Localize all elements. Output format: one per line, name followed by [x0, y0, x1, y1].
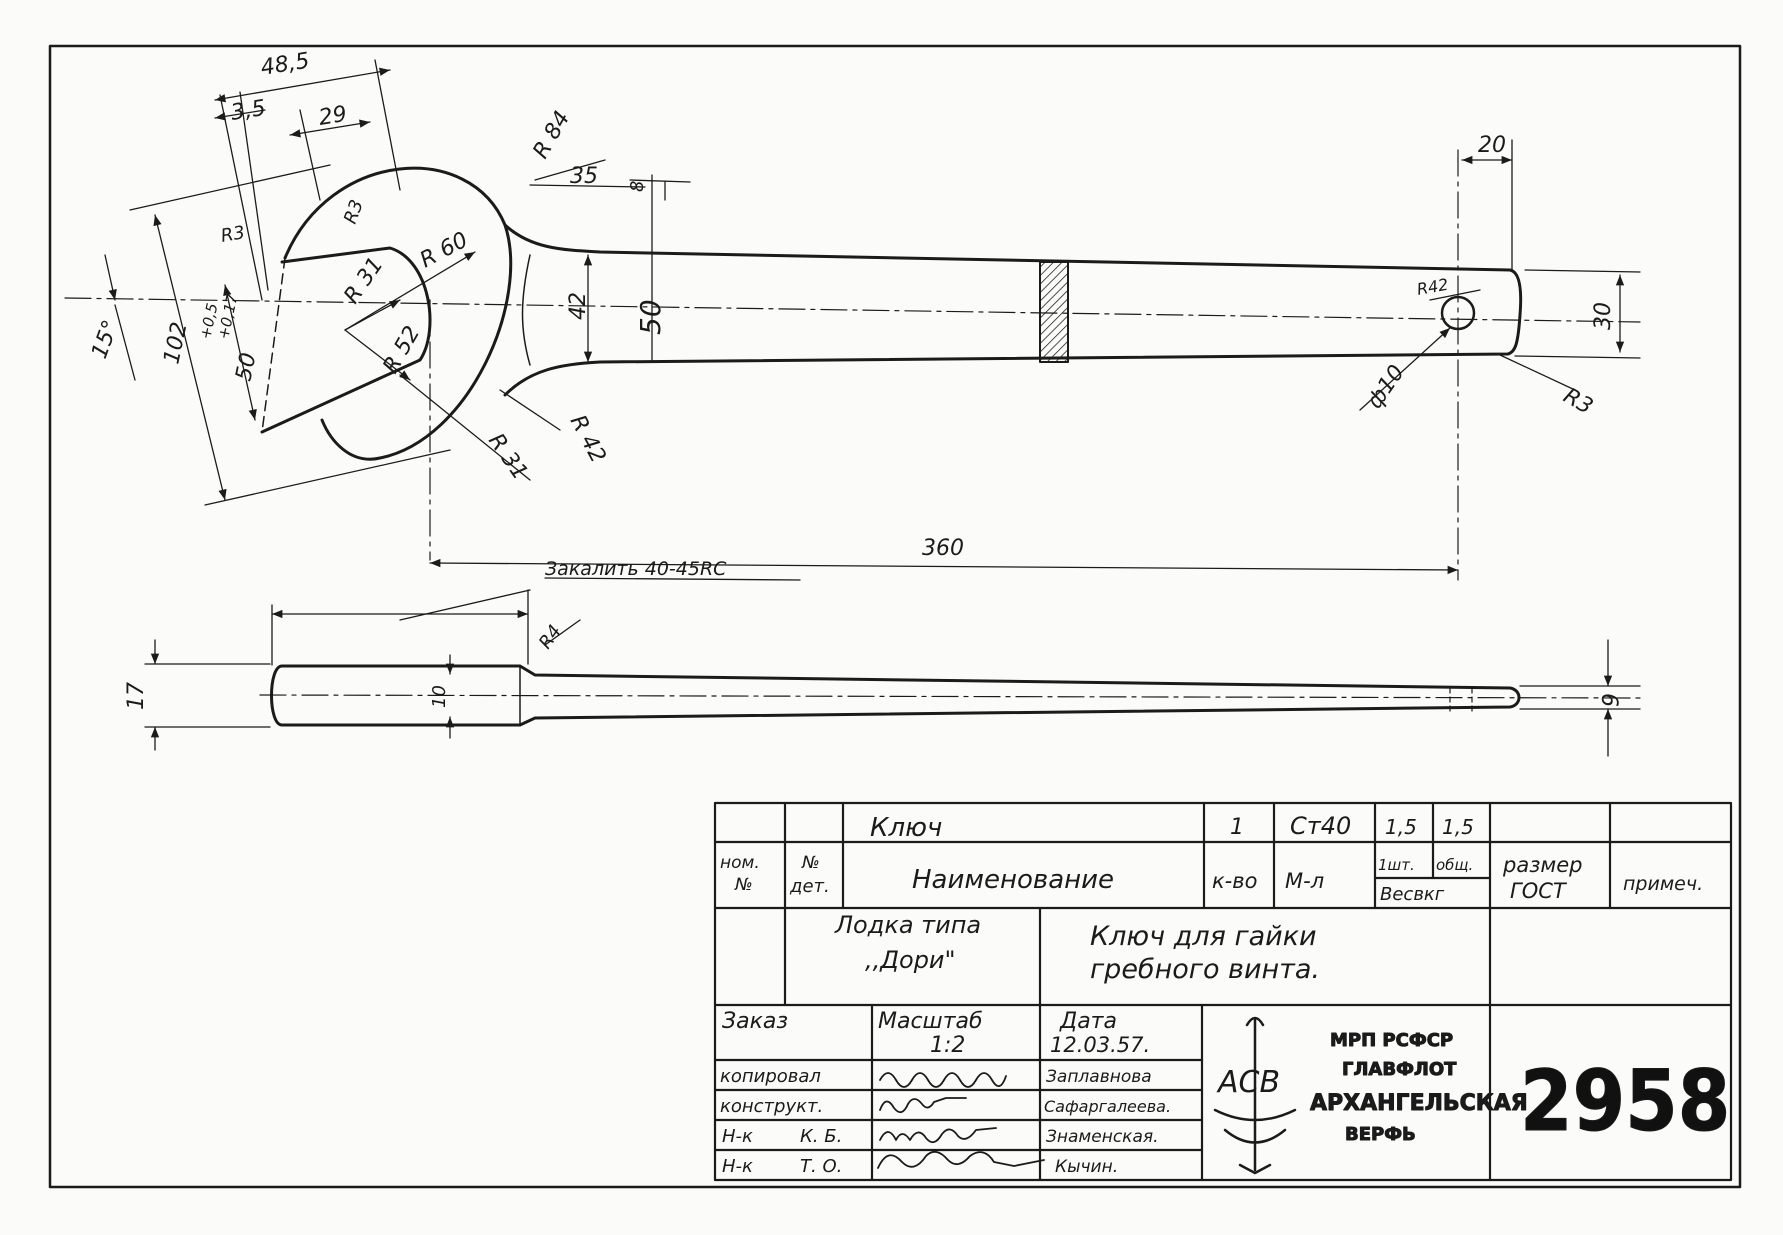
dim-360: 360	[922, 536, 964, 561]
weight-one: 1,5	[1385, 815, 1417, 839]
scale-value: 1:2	[930, 1033, 965, 1058]
hdr-nom-sign: №	[734, 875, 753, 895]
name-copied: Заплавнова	[1046, 1067, 1152, 1087]
dim-phi10: ф10	[1362, 361, 1409, 414]
dim-r31-inner: R 31	[339, 253, 388, 309]
dim-6: 6	[1596, 693, 1621, 707]
org-stamp: АСВ МРП РСФСР ГЛАВФЛОТ АРХАНГЕЛЬСКАЯ ВЕР…	[1213, 1016, 1528, 1175]
dim-r52: R 52	[379, 322, 426, 378]
dim-17: 17	[124, 682, 149, 710]
dim-8: 8	[627, 181, 648, 192]
role-chief-kb: Н-к	[722, 1126, 753, 1147]
drawing-frame	[48, 44, 1742, 1189]
wrench-side-view	[270, 664, 1521, 727]
hdr-num: №	[801, 853, 820, 873]
dim-r60: R 60	[416, 228, 472, 274]
org-line2: ГЛАВФЛОТ	[1342, 1059, 1457, 1080]
signatures	[877, 1072, 1045, 1169]
dim-r84: R 84	[529, 107, 576, 163]
dim-29: 29	[317, 102, 349, 131]
dim-r42-small: R42	[1415, 275, 1449, 299]
part-title-line2: гребного винта.	[1090, 954, 1320, 985]
asv-logo: АСВ	[1213, 1016, 1297, 1175]
dim-3-5: 3,5	[229, 96, 267, 126]
org-line4: ВЕРФЬ	[1345, 1124, 1416, 1145]
project-line1: Лодка типа	[834, 911, 981, 939]
dim-102: 102	[159, 320, 192, 366]
dim-r3-right: R3	[1559, 384, 1597, 420]
hdr-size: размер	[1502, 853, 1582, 877]
dim-50: 50	[634, 299, 667, 335]
role-chief-kb-sub: К. Б.	[800, 1126, 842, 1147]
dim-r42: R 42	[565, 411, 611, 467]
dim-30: 30	[1591, 302, 1616, 330]
role-copied: копировал	[720, 1066, 821, 1087]
project-line2: ,,Дори"	[865, 946, 956, 974]
dim-20: 20	[1478, 133, 1506, 158]
hdr-gost: ГОСТ	[1510, 879, 1568, 903]
role-chief-to-sub: Т. О.	[800, 1156, 842, 1177]
org-line3: АРХАНГЕЛЬСКАЯ	[1310, 1091, 1528, 1116]
role-designer: конструкт.	[720, 1096, 823, 1117]
dim-50-tol: 50	[231, 351, 261, 384]
handle-contour	[503, 223, 1523, 397]
date-value: 12.03.57.	[1050, 1033, 1150, 1057]
dimension-lines	[104, 59, 1641, 581]
dim-35: 35	[570, 164, 598, 189]
logo-text: АСВ	[1216, 1065, 1280, 1100]
handle-section	[1039, 261, 1069, 363]
centerlines	[64, 149, 1641, 581]
part-qty: 1	[1230, 815, 1244, 840]
name-chief-to: Кычин.	[1055, 1157, 1118, 1177]
hdr-material: М-л	[1285, 869, 1324, 893]
jaw-opening	[260, 246, 432, 434]
dim-r3-top: R3	[340, 197, 368, 227]
dim-15deg: 15°	[87, 317, 124, 362]
org-line1: МРП РСФСР	[1330, 1030, 1453, 1051]
scale-label: Масштаб	[878, 1009, 983, 1034]
name-chief-kb: Знаменская.	[1046, 1127, 1159, 1147]
weight-total: 1,5	[1442, 815, 1474, 839]
dimension-texts: 48,5 3,5 29 R3 R3 R 84 35 8 R 60 R 31 R …	[87, 49, 1621, 710]
hdr-obsh: общ.	[1436, 856, 1473, 874]
hdr-qty: к-во	[1212, 869, 1258, 893]
name-designer: Сафаргалеева.	[1044, 1097, 1171, 1116]
dim-r4: R4	[535, 621, 566, 653]
part-title-line1: Ключ для гайки	[1090, 921, 1317, 952]
title-block	[713, 801, 1733, 1182]
date-label: Дата	[1059, 1009, 1117, 1034]
hdr-sht: 1шт.	[1378, 856, 1415, 874]
hdr-note: примеч.	[1623, 873, 1703, 895]
hdr-nom: ном.	[720, 853, 760, 873]
hdr-weight: Весвкг	[1380, 884, 1445, 905]
role-chief-to: Н-к	[722, 1156, 753, 1177]
dim-48-5: 48,5	[259, 49, 311, 81]
hdr-name: Наименование	[912, 865, 1114, 895]
part-name: Ключ	[870, 813, 942, 843]
order-label: Заказ	[722, 1009, 788, 1034]
note-harden: Закалить 40-45RC	[545, 558, 727, 580]
dim-10: 10	[429, 685, 450, 708]
dim-r3-left: R3	[219, 222, 246, 247]
tol-lower: +0,17	[214, 292, 241, 341]
jaw-outer-contour	[283, 166, 513, 461]
dim-42: 42	[566, 292, 591, 320]
part-material: Ст40	[1290, 812, 1351, 840]
hdr-det: дет.	[789, 876, 830, 897]
sheet-number: 2958	[1520, 1052, 1730, 1150]
